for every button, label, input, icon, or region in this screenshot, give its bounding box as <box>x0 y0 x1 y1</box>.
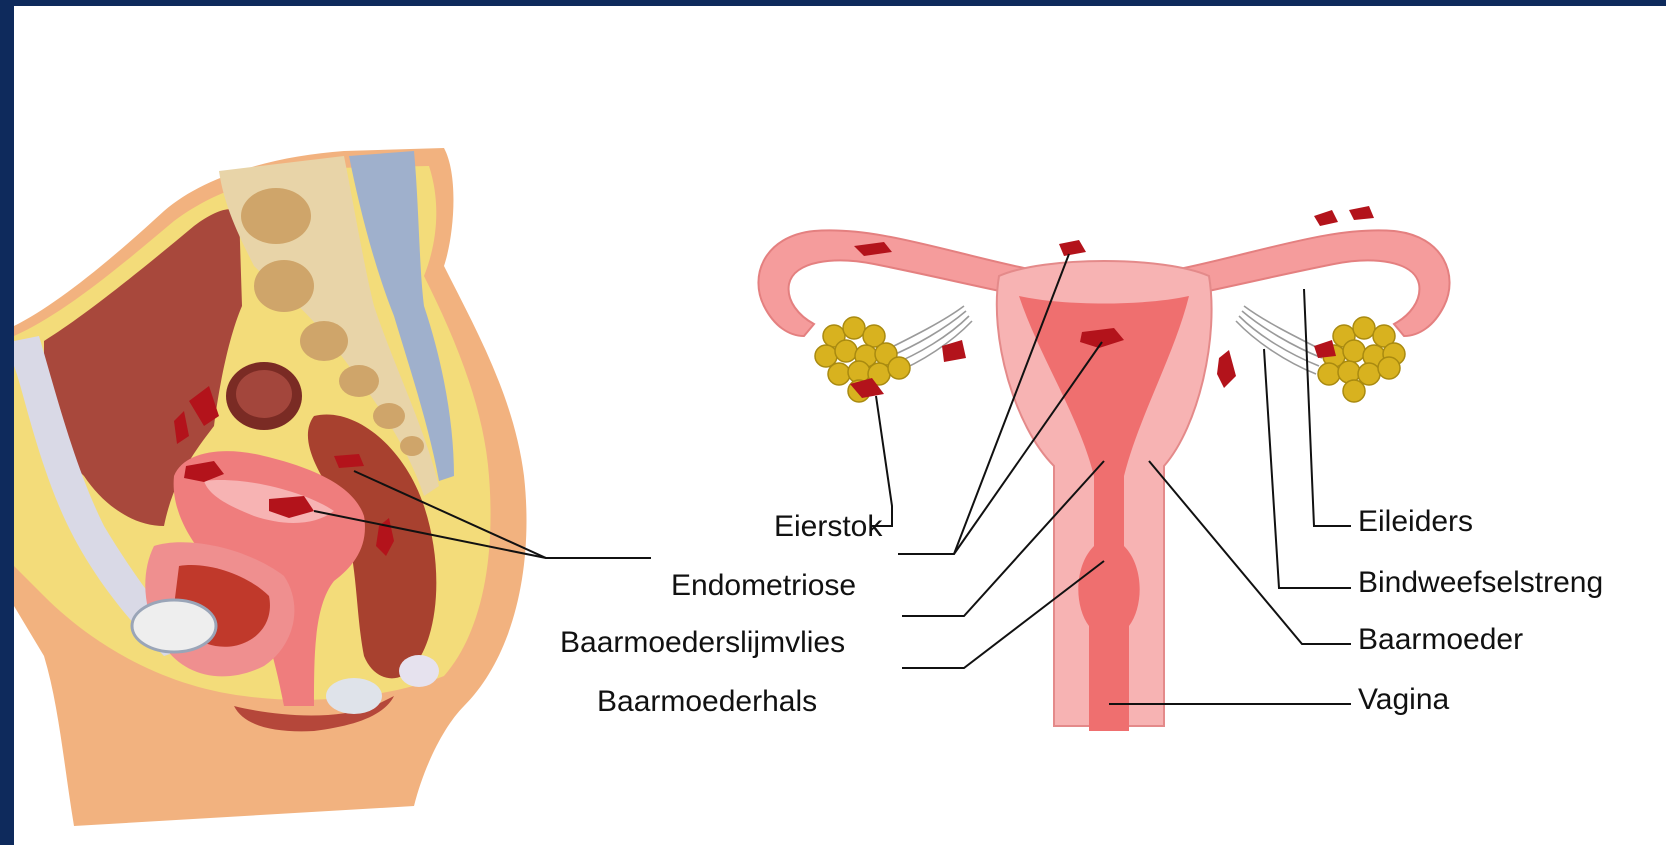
anal-canal <box>399 655 439 687</box>
sphincter <box>326 678 382 714</box>
pelvis-sagittal-illustration <box>14 148 527 826</box>
label-uterus: Baarmoeder <box>1358 623 1523 656</box>
label-endometrium: Baarmoederslijmvlies <box>560 626 845 659</box>
endometriosis-diagram: Eierstok Endometriose Baarmoederslijmvli… <box>14 6 1666 845</box>
label-ovary: Eierstok <box>774 510 883 543</box>
fallopian-tube-left <box>758 230 1024 336</box>
label-vagina: Vagina <box>1358 683 1450 716</box>
pubic-bone <box>132 600 216 652</box>
diagram-frame: Eierstok Endometriose Baarmoederslijmvli… <box>14 6 1666 845</box>
label-cervix: Baarmoederhals <box>597 685 817 718</box>
leader-ovary <box>872 396 892 526</box>
fallopian-tube-right <box>1184 230 1450 336</box>
bowel-loop-lumen <box>236 370 292 418</box>
label-ligament: Bindweefselstreng <box>1358 566 1603 599</box>
uterus-frontal-illustration <box>758 206 1449 731</box>
ovary-right <box>1318 317 1405 402</box>
leader-uterus <box>1149 461 1351 644</box>
label-endometriosis: Endometriose <box>671 569 856 602</box>
label-fallopian-tubes: Eileiders <box>1358 505 1473 538</box>
